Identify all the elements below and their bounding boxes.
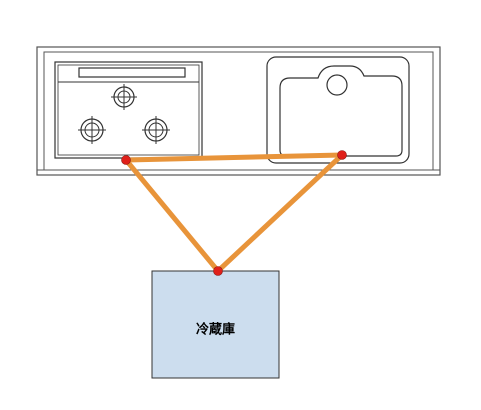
burner-icon xyxy=(142,116,170,144)
triangle-edge-fridge-stove xyxy=(123,157,221,274)
gas-stove-icon xyxy=(54,61,203,159)
stove-body xyxy=(54,61,203,159)
stove-inner xyxy=(57,64,200,156)
fridge-box xyxy=(151,270,280,379)
vertex-sink-dot xyxy=(337,150,347,160)
work-triangle xyxy=(121,150,347,276)
drain-icon xyxy=(326,74,348,96)
fridge-label: 冷蔵庫 xyxy=(196,322,235,338)
stove-control-panel xyxy=(78,67,186,78)
refrigerator-icon: 冷蔵庫 xyxy=(151,270,280,379)
vertex-stove-dot xyxy=(121,155,131,165)
burner-icon xyxy=(78,116,106,144)
triangle-edge-sink-fridge xyxy=(215,152,345,274)
sink-icon xyxy=(266,56,410,164)
burner-icon xyxy=(111,84,137,110)
triangle-edge-stove-sink xyxy=(123,152,345,163)
vertex-fridge-dot xyxy=(213,266,223,276)
